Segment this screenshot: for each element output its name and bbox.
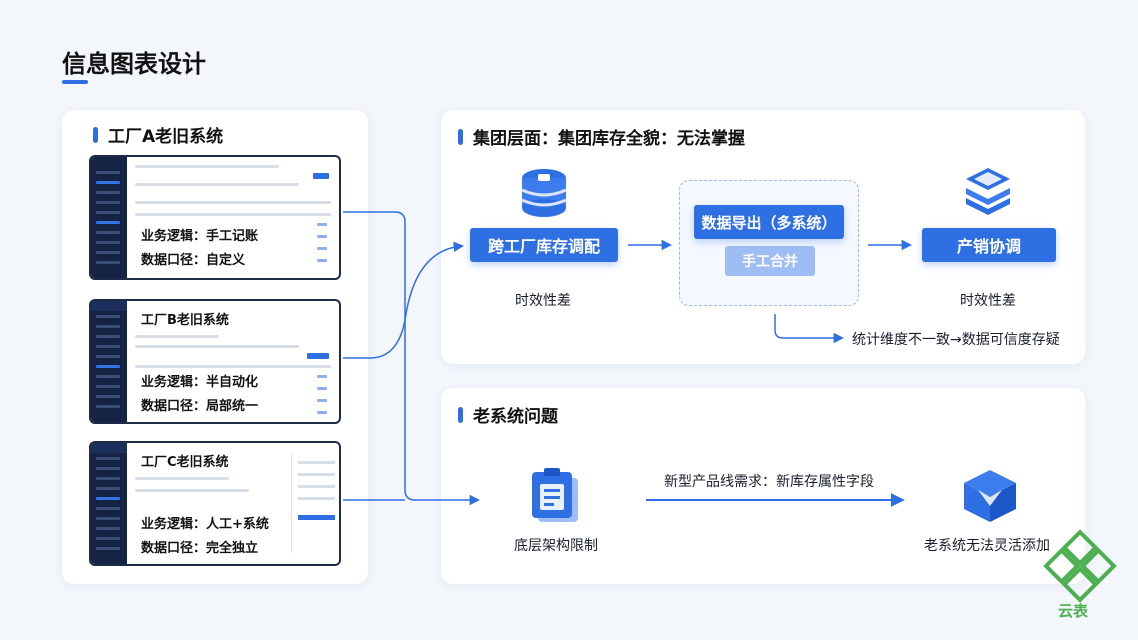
factory-c-screenshot: 工厂C老旧系统 业务逻辑：人工+系统 数据口径：完全独立 xyxy=(89,441,341,566)
group-panel-heading-text: 集团层面：集团库存全貌：无法掌握 xyxy=(473,129,745,149)
side-form xyxy=(291,453,339,553)
cross-factory-transfer-box: 跨工厂库存调配 xyxy=(470,228,618,262)
logo-text: 云表 xyxy=(1058,602,1089,620)
sidebar xyxy=(91,157,127,278)
legacy-item2: 老系统无法灵活添加 xyxy=(924,538,1050,554)
factory-c-logic: 业务逻辑：人工+系统 xyxy=(139,513,271,532)
factory-a-caliber: 数据口径：自定义 xyxy=(139,249,248,268)
sidebar xyxy=(91,443,127,564)
legacy-item1: 底层架构限制 xyxy=(514,538,598,554)
manual-merge-box: 手工合并 xyxy=(725,246,815,276)
data-export-box: 数据导出（多系统） xyxy=(694,205,844,239)
factory-b-caliber: 数据口径：局部统一 xyxy=(139,395,261,414)
step1-note: 时效性差 xyxy=(515,293,571,309)
factory-b-screenshot: 工厂B老旧系统 业务逻辑：半自动化 数据口径：局部统一 xyxy=(89,299,341,424)
group-footnote: 统计维度不一致→数据可信度存疑 xyxy=(852,332,1060,348)
production-sales-box: 产销协调 xyxy=(922,228,1056,262)
merge-group xyxy=(679,180,859,306)
title-underline xyxy=(62,80,88,84)
heading-marker xyxy=(458,406,463,423)
left-panel-heading-text: 工厂A老旧系统 xyxy=(108,127,224,147)
factory-c-name: 工厂C老旧系统 xyxy=(139,451,231,470)
left-panel-heading: 工厂A老旧系统 xyxy=(93,122,223,147)
step3-note: 时效性差 xyxy=(960,293,1016,309)
legacy-panel-heading-text: 老系统问题 xyxy=(473,407,558,427)
factory-a-logic: 业务逻辑：手工记账 xyxy=(139,225,261,244)
legacy-arrow-label: 新型产品线需求：新库存属性字段 xyxy=(664,474,874,490)
page-title: 信息图表设计 xyxy=(62,50,206,78)
sidebar xyxy=(91,301,127,422)
factory-c-caliber: 数据口径：完全独立 xyxy=(139,537,261,556)
heading-marker xyxy=(93,126,98,143)
heading-marker xyxy=(458,128,463,145)
factory-b-name: 工厂B老旧系统 xyxy=(139,309,231,328)
legacy-panel-heading: 老系统问题 xyxy=(458,402,558,427)
group-panel-heading: 集团层面：集团库存全貌：无法掌握 xyxy=(458,124,745,149)
factory-b-logic: 业务逻辑：半自动化 xyxy=(139,371,261,390)
factory-a-screenshot: 业务逻辑：手工记账 数据口径：自定义 xyxy=(89,155,341,280)
